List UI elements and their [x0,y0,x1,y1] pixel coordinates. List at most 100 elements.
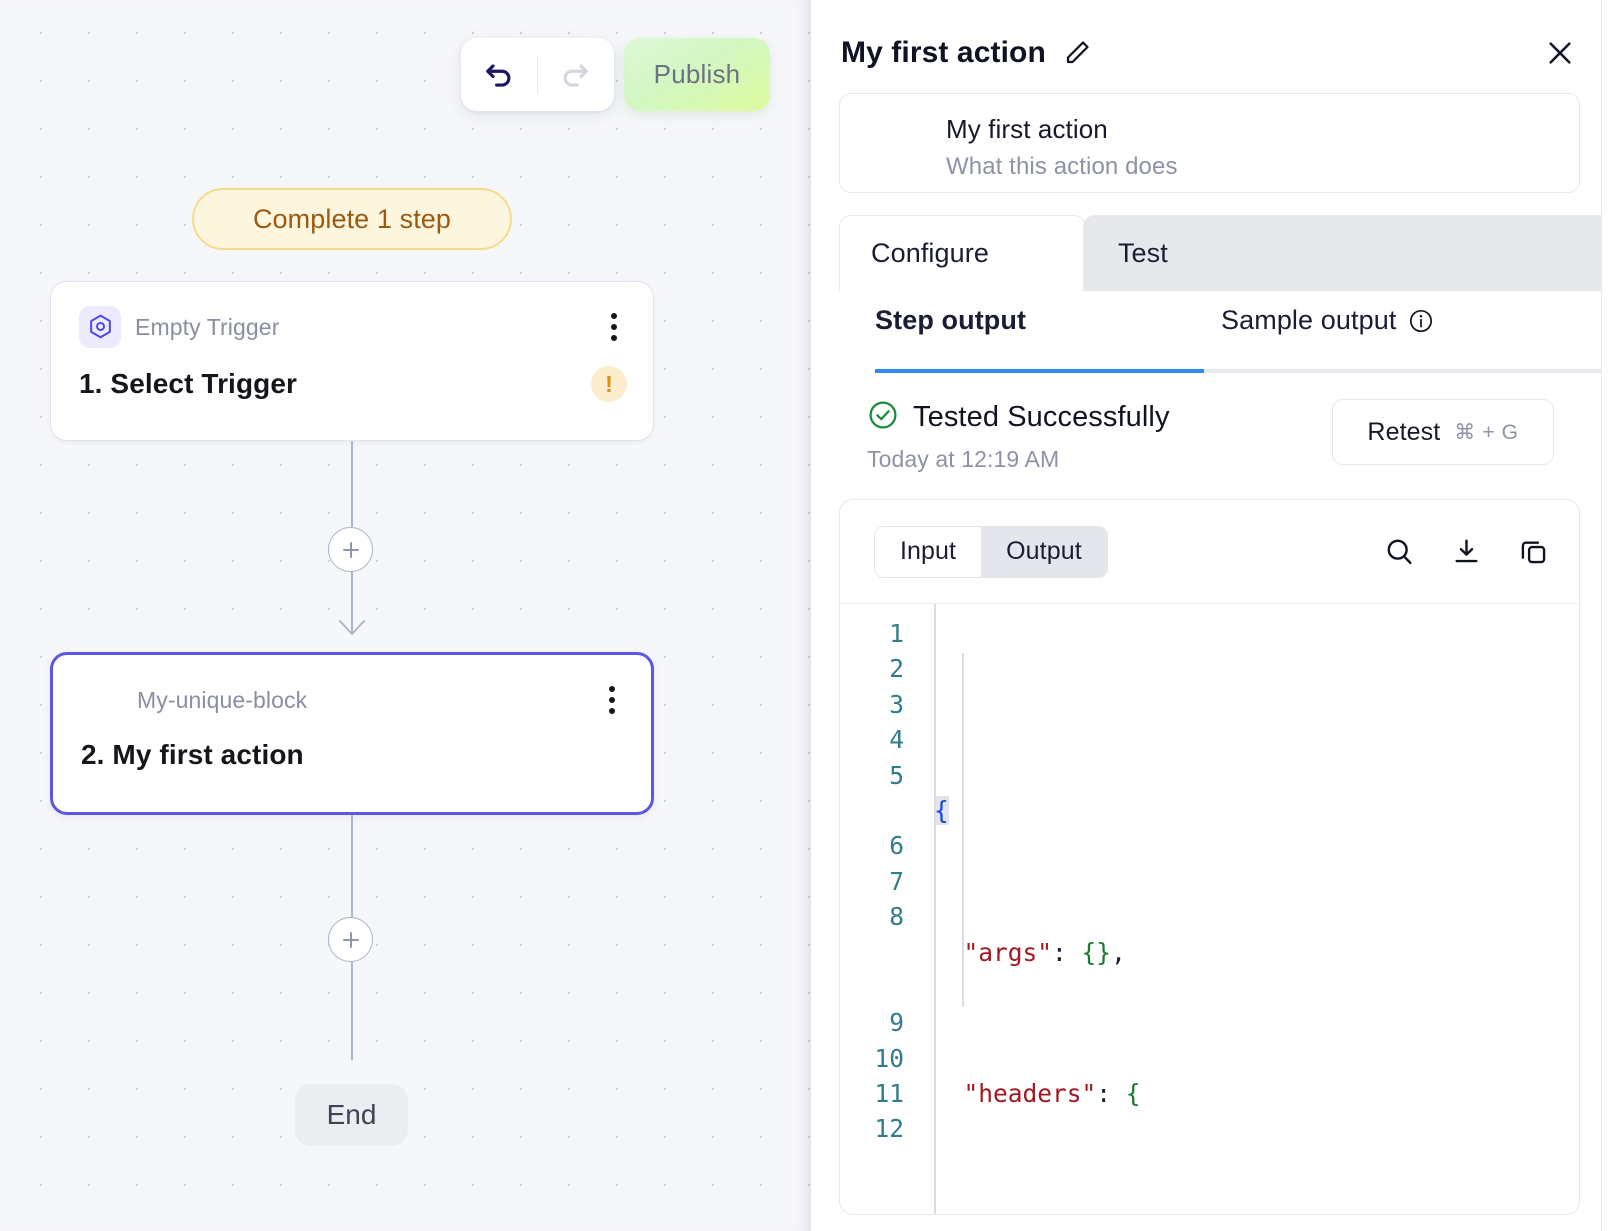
connector-line-2 [351,572,353,634]
subtab-sample-output-label: Sample output [1221,305,1397,335]
indent-guide [962,653,964,1007]
code-token-open-brace: { [934,796,949,826]
segment-input[interactable]: Input [875,526,982,577]
canvas-toolbar: Publish [461,38,770,111]
line-number: 2 [889,654,904,684]
redo-button[interactable] [537,38,613,111]
connector-line-1 [351,441,353,527]
arrow-head-icon [337,618,367,643]
retest-button[interactable]: Retest ⌘ + G [1332,399,1554,465]
node-menu-button[interactable] [599,680,625,720]
workflow-canvas[interactable]: Publish Complete 1 step Empty Trigger 1.… [0,0,811,1231]
undo-redo-group [461,38,614,111]
segment-output[interactable]: Output [981,526,1107,577]
node-header: Empty Trigger [79,304,627,350]
action-description: What this action does [946,153,1178,180]
info-icon[interactable] [1408,308,1434,334]
subtab-rail [875,369,1610,373]
line-number: 12 [874,1114,904,1144]
code-content[interactable]: { "args": {}, "headers": { "Accept": "ap… [918,604,1579,1214]
node-title: 1. Select Trigger [79,368,298,399]
end-node-label: End [326,1099,377,1130]
line-number-gutter: 1 2 3 4 5 6 7 8 9 10 11 12 [840,604,918,1214]
panel-scrollbar[interactable] [1601,0,1610,1231]
node-title-row: 2. My first action [81,739,625,771]
end-node[interactable]: End [295,1084,408,1146]
code-editor[interactable]: 1 2 3 4 5 6 7 8 9 10 11 12 [840,603,1579,1214]
pencil-icon[interactable] [1062,38,1092,68]
tab-test[interactable]: Test [1082,215,1610,291]
undo-icon [486,63,511,87]
output-subtabs: Step output Sample output [839,291,1610,373]
toolbar-divider [537,55,538,94]
page-title: My first action [841,36,1046,69]
line-number: 3 [889,689,904,719]
code-token-key: "headers" [963,1079,1097,1109]
test-status-row: Tested Successfully Today at 12:19 AM Re… [839,399,1610,473]
code-toolbar: Input Output [840,500,1579,603]
node-header: My-unique-block [81,677,625,723]
line-number: 6 [889,831,904,861]
line-number: 9 [889,1008,904,1038]
workflow-node-trigger[interactable]: Empty Trigger 1. Select Trigger ! [50,281,654,441]
tab-configure[interactable]: Configure [839,215,1086,291]
node-title: 2. My first action [81,739,304,770]
tab-configure-label: Configure [871,238,989,268]
line-number: 5 [889,760,904,790]
add-step-button-1[interactable] [328,527,373,572]
action-detail-panel: My first action My first action What thi… [811,0,1610,1231]
node-menu-button[interactable] [601,307,627,347]
tab-test-label: Test [1117,237,1168,268]
action-name-card[interactable]: My first action What this action does [839,93,1580,193]
subtab-active-underline [875,369,1204,373]
test-status-line: Tested Successfully [867,399,1170,436]
code-line: "args": {}, [963,937,1126,967]
plus-icon [342,931,359,948]
code-action-icons [1384,536,1549,567]
line-number: 8 [889,902,904,932]
action-name: My first action [946,114,1108,144]
warning-icon[interactable]: ! [591,366,627,402]
retest-label: Retest [1367,417,1441,446]
test-status-text: Tested Successfully [913,401,1170,433]
line-number: 7 [889,866,904,896]
redo-icon [563,63,588,87]
code-token-value: {} [1081,937,1112,967]
code-line: { [934,793,1579,828]
test-status-block: Tested Successfully Today at 12:19 AM [839,399,1170,473]
workflow-node-action[interactable]: My-unique-block 2. My first action [50,652,654,815]
line-number: 4 [889,725,904,755]
undo-button[interactable] [461,38,537,111]
line-number: 1 [889,619,904,648]
search-icon[interactable] [1384,536,1415,567]
output-code-card: Input Output [839,499,1580,1215]
subtab-step-output-label: Step output [875,305,1027,335]
plus-icon [342,541,359,558]
check-circle-icon [867,399,899,436]
test-status-time: Today at 12:19 AM [867,446,1060,472]
complete-steps-badge[interactable]: Complete 1 step [192,188,512,250]
retest-shortcut: ⌘ + G [1454,420,1519,444]
indent-guide [934,604,936,1214]
connector-line-3 [351,815,353,917]
hexagon-target-icon [79,306,121,348]
input-output-toggle: Input Output [874,525,1108,578]
line-number: 11 [874,1079,904,1109]
subtab-sample-output[interactable]: Sample output [1221,305,1434,336]
line-number: 10 [874,1043,904,1073]
complete-steps-label: Complete 1 step [252,203,452,234]
download-icon[interactable] [1451,536,1482,567]
copy-icon[interactable] [1518,536,1549,567]
node-subtitle: Empty Trigger [135,313,280,340]
add-step-button-2[interactable] [328,917,373,962]
subtab-step-output[interactable]: Step output [875,305,1026,336]
publish-button[interactable]: Publish [624,38,770,111]
panel-header: My first action [811,0,1610,70]
connector-line-4 [351,962,353,1060]
node-title-row: 1. Select Trigger ! [79,366,627,402]
code-line: "headers": { [963,1079,1141,1109]
code-token-key: "args" [963,937,1053,967]
node-subtitle: My-unique-block [137,686,308,713]
panel-tabs: Configure Test [839,215,1610,291]
close-icon[interactable] [1544,37,1582,69]
